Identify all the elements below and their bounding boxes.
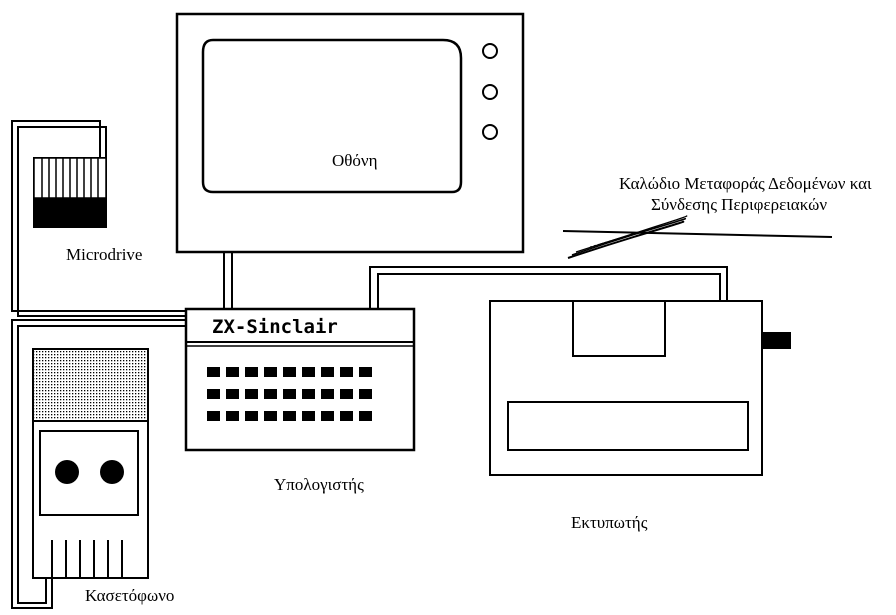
keyboard-key <box>207 367 220 377</box>
printer-port <box>762 332 791 349</box>
printer-label: Εκτυπωτής <box>571 513 647 533</box>
keyboard-key <box>340 389 353 399</box>
keyboard-key <box>207 411 220 421</box>
keyboard-key <box>302 411 315 421</box>
keyboard-key <box>359 367 372 377</box>
keyboard-key <box>302 367 315 377</box>
keyboard-key <box>226 389 239 399</box>
cable-label-line2: Σύνδεσης Περιφερειακών <box>651 195 827 215</box>
keyboard-key <box>264 411 277 421</box>
printer <box>490 301 791 475</box>
keyboard-key <box>321 389 334 399</box>
keyboard-key <box>264 389 277 399</box>
cassette-reel <box>100 460 124 484</box>
monitor-knob <box>483 125 497 139</box>
computer-label: Υπολογιστής <box>274 475 364 495</box>
computer-brand-label: ZX-Sinclair <box>212 316 338 338</box>
cassette-recorder <box>33 349 148 578</box>
computer-keyboard <box>207 367 372 421</box>
cassette-label: Κασετόφωνο <box>85 586 174 606</box>
keyboard-key <box>283 411 296 421</box>
monitor-knob <box>483 44 497 58</box>
keyboard-key <box>321 411 334 421</box>
keyboard-key <box>283 367 296 377</box>
cassette-speaker-grille <box>33 349 148 421</box>
microdrive-label: Microdrive <box>66 245 142 265</box>
monitor-cable <box>224 252 232 309</box>
cable-label-line1: Καλώδιο Μεταφοράς Δεδομένων και <box>619 174 872 194</box>
keyboard-key <box>321 367 334 377</box>
keyboard-key <box>283 389 296 399</box>
keyboard-key <box>340 411 353 421</box>
keyboard-key <box>245 367 258 377</box>
screen-label: Οθόνη <box>332 151 378 171</box>
keyboard-key <box>340 367 353 377</box>
printer-paper-feed <box>573 301 665 356</box>
keyboard-key <box>207 389 220 399</box>
monitor <box>177 14 523 252</box>
data-cable <box>563 216 832 258</box>
microdrive <box>34 158 106 227</box>
cassette-reel <box>55 460 79 484</box>
keyboard-key <box>264 367 277 377</box>
keyboard-key <box>245 389 258 399</box>
keyboard-key <box>359 389 372 399</box>
keyboard-key <box>226 367 239 377</box>
keyboard-key <box>245 411 258 421</box>
printer-output-slot <box>508 402 748 450</box>
keyboard-key <box>226 411 239 421</box>
keyboard-key <box>302 389 315 399</box>
monitor-knob <box>483 85 497 99</box>
keyboard-key <box>359 411 372 421</box>
